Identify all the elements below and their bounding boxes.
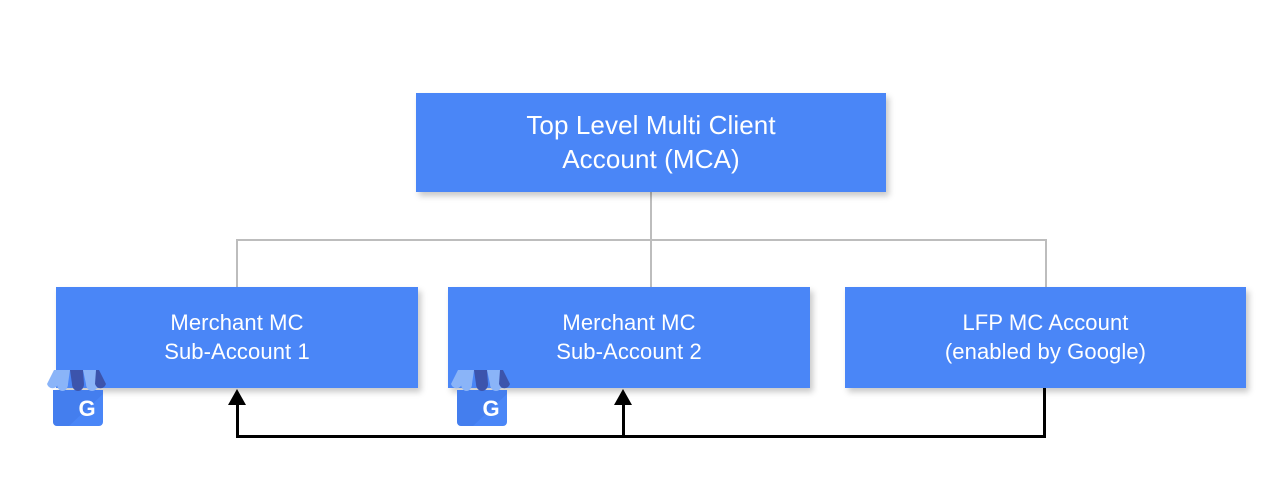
feed-connector-bus	[236, 435, 1046, 438]
feed-connector-to-sub1	[236, 400, 239, 437]
google-business-profile-icon: G	[45, 366, 111, 430]
connector-drop-sub2	[650, 239, 652, 288]
node-merchant-sub-account-1-label: Merchant MC Sub-Account 1	[164, 309, 310, 364]
google-business-profile-icon: G	[449, 366, 515, 430]
node-merchant-sub-account-2-label: Merchant MC Sub-Account 2	[556, 309, 702, 364]
arrowhead-to-sub2-icon	[614, 389, 632, 405]
node-merchant-sub-account-2[interactable]: Merchant MC Sub-Account 2	[448, 287, 810, 388]
node-top-level-mca-label: Top Level Multi Client Account (MCA)	[526, 109, 776, 174]
connector-mca-stem	[650, 192, 652, 241]
feed-connector-lfp-down	[1043, 388, 1046, 437]
feed-connector-to-sub2	[622, 400, 625, 437]
connector-drop-lfp	[1045, 239, 1047, 288]
connector-drop-sub1	[236, 239, 238, 288]
node-lfp-mc-account-label: LFP MC Account (enabled by Google)	[944, 309, 1147, 364]
node-top-level-mca[interactable]: Top Level Multi Client Account (MCA)	[416, 93, 886, 192]
svg-text:G: G	[482, 396, 499, 421]
node-merchant-sub-account-1[interactable]: Merchant MC Sub-Account 1	[56, 287, 418, 388]
svg-text:G: G	[78, 396, 95, 421]
arrowhead-to-sub1-icon	[228, 389, 246, 405]
node-lfp-mc-account[interactable]: LFP MC Account (enabled by Google)	[845, 287, 1246, 388]
connector-hierarchy-bus	[236, 239, 1047, 241]
